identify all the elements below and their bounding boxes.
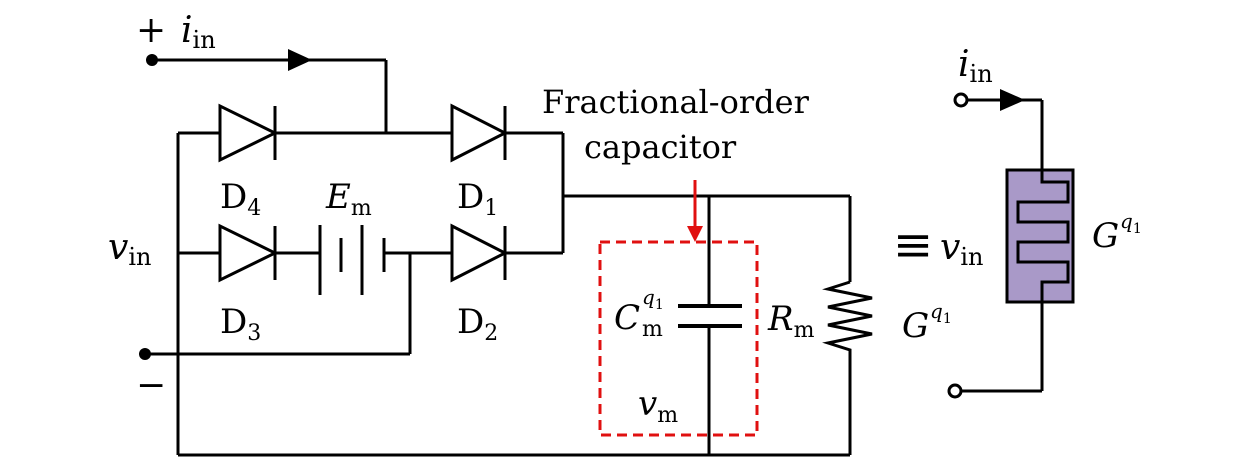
- iin-right-label: iin: [958, 44, 993, 88]
- diode-D4: [218, 103, 279, 163]
- D4-label: D4: [220, 177, 261, 221]
- D3-label: D3: [220, 302, 261, 346]
- Gq1-mid-sup: q1: [930, 299, 952, 327]
- Rm-label: Rm: [767, 299, 815, 343]
- arrow-icon: [288, 49, 312, 71]
- diode-D2: [450, 223, 509, 283]
- vin-left-label: vin: [108, 227, 151, 271]
- vm-label: vm: [638, 384, 678, 428]
- terminal-icon: [947, 383, 963, 399]
- callout-line1: Fractional-order: [542, 83, 810, 121]
- fractional-capacitor-box: [598, 240, 759, 437]
- vin-right-label: vin: [940, 227, 983, 271]
- Gq1-label-right: G: [1092, 216, 1119, 256]
- callout-line2: capacitor: [584, 128, 737, 166]
- capacitor-icon: [678, 304, 742, 328]
- wires: [145, 58, 852, 457]
- memristor-icon: [1005, 168, 1075, 304]
- diode-D1: [450, 103, 509, 163]
- battery-icon: [318, 225, 386, 295]
- arrow-icon: [1000, 89, 1025, 111]
- diode-icon: [450, 223, 509, 283]
- Cm-sup: q1: [642, 285, 664, 313]
- minus-label: −: [136, 365, 166, 406]
- labels: + iin D4 Em D1 vin D3 D2 − Fractional-or…: [108, 10, 1142, 428]
- D2-label: D2: [457, 302, 498, 346]
- diode-D3: [218, 223, 279, 283]
- D1-label: D1: [457, 177, 498, 221]
- diode-icon: [450, 103, 509, 163]
- Cm-label: C: [614, 298, 640, 338]
- terminal-icon: [953, 92, 969, 108]
- equiv-symbol: ≡: [893, 217, 933, 273]
- Cm-sub: m: [642, 317, 663, 342]
- terminal-icon: [146, 54, 158, 66]
- arrow-icon: [687, 226, 703, 242]
- plus-label: +: [136, 10, 166, 51]
- diode-icon: [218, 103, 279, 163]
- equivalent-memristor: [947, 89, 1075, 399]
- resistor-icon: [822, 280, 873, 356]
- Gq1-right-sup: q1: [1120, 209, 1142, 237]
- terminal-icon: [139, 348, 151, 360]
- iin-top-label: iin: [181, 10, 216, 54]
- Em-label: Em: [325, 177, 372, 221]
- diode-icon: [218, 223, 279, 283]
- Gq1-label-mid: G: [902, 306, 929, 346]
